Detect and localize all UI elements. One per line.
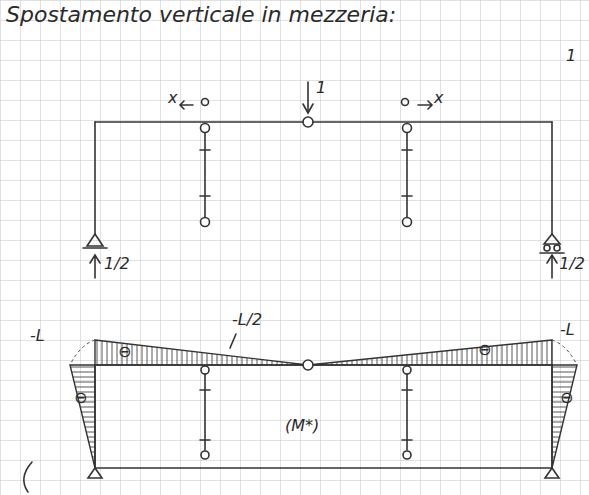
sheet-title: Spostamento verticale in mezzeria: <box>6 4 396 26</box>
moment-value: -L/2 <box>232 312 262 328</box>
moment-diagram <box>70 340 577 468</box>
moment-value: -L <box>30 328 45 344</box>
top-frame <box>83 82 564 278</box>
load-value: 1 <box>316 80 326 96</box>
moment-value: -L <box>560 322 575 338</box>
bottom-frame <box>24 334 559 492</box>
sign-mark: ⊖ <box>478 342 491 358</box>
sign-mark: ⊖ <box>560 390 573 406</box>
sign-mark: ⊖ <box>74 390 87 406</box>
sign-mark: ⊖ <box>118 344 131 360</box>
coordinate-label: x <box>434 90 443 106</box>
reaction-value: 1/2 <box>559 256 585 272</box>
diagram-name: (M*) <box>285 418 319 434</box>
sheet-number: 1 <box>566 48 576 64</box>
reaction-value: 1/2 <box>104 256 130 272</box>
coordinate-label: x <box>168 90 177 106</box>
